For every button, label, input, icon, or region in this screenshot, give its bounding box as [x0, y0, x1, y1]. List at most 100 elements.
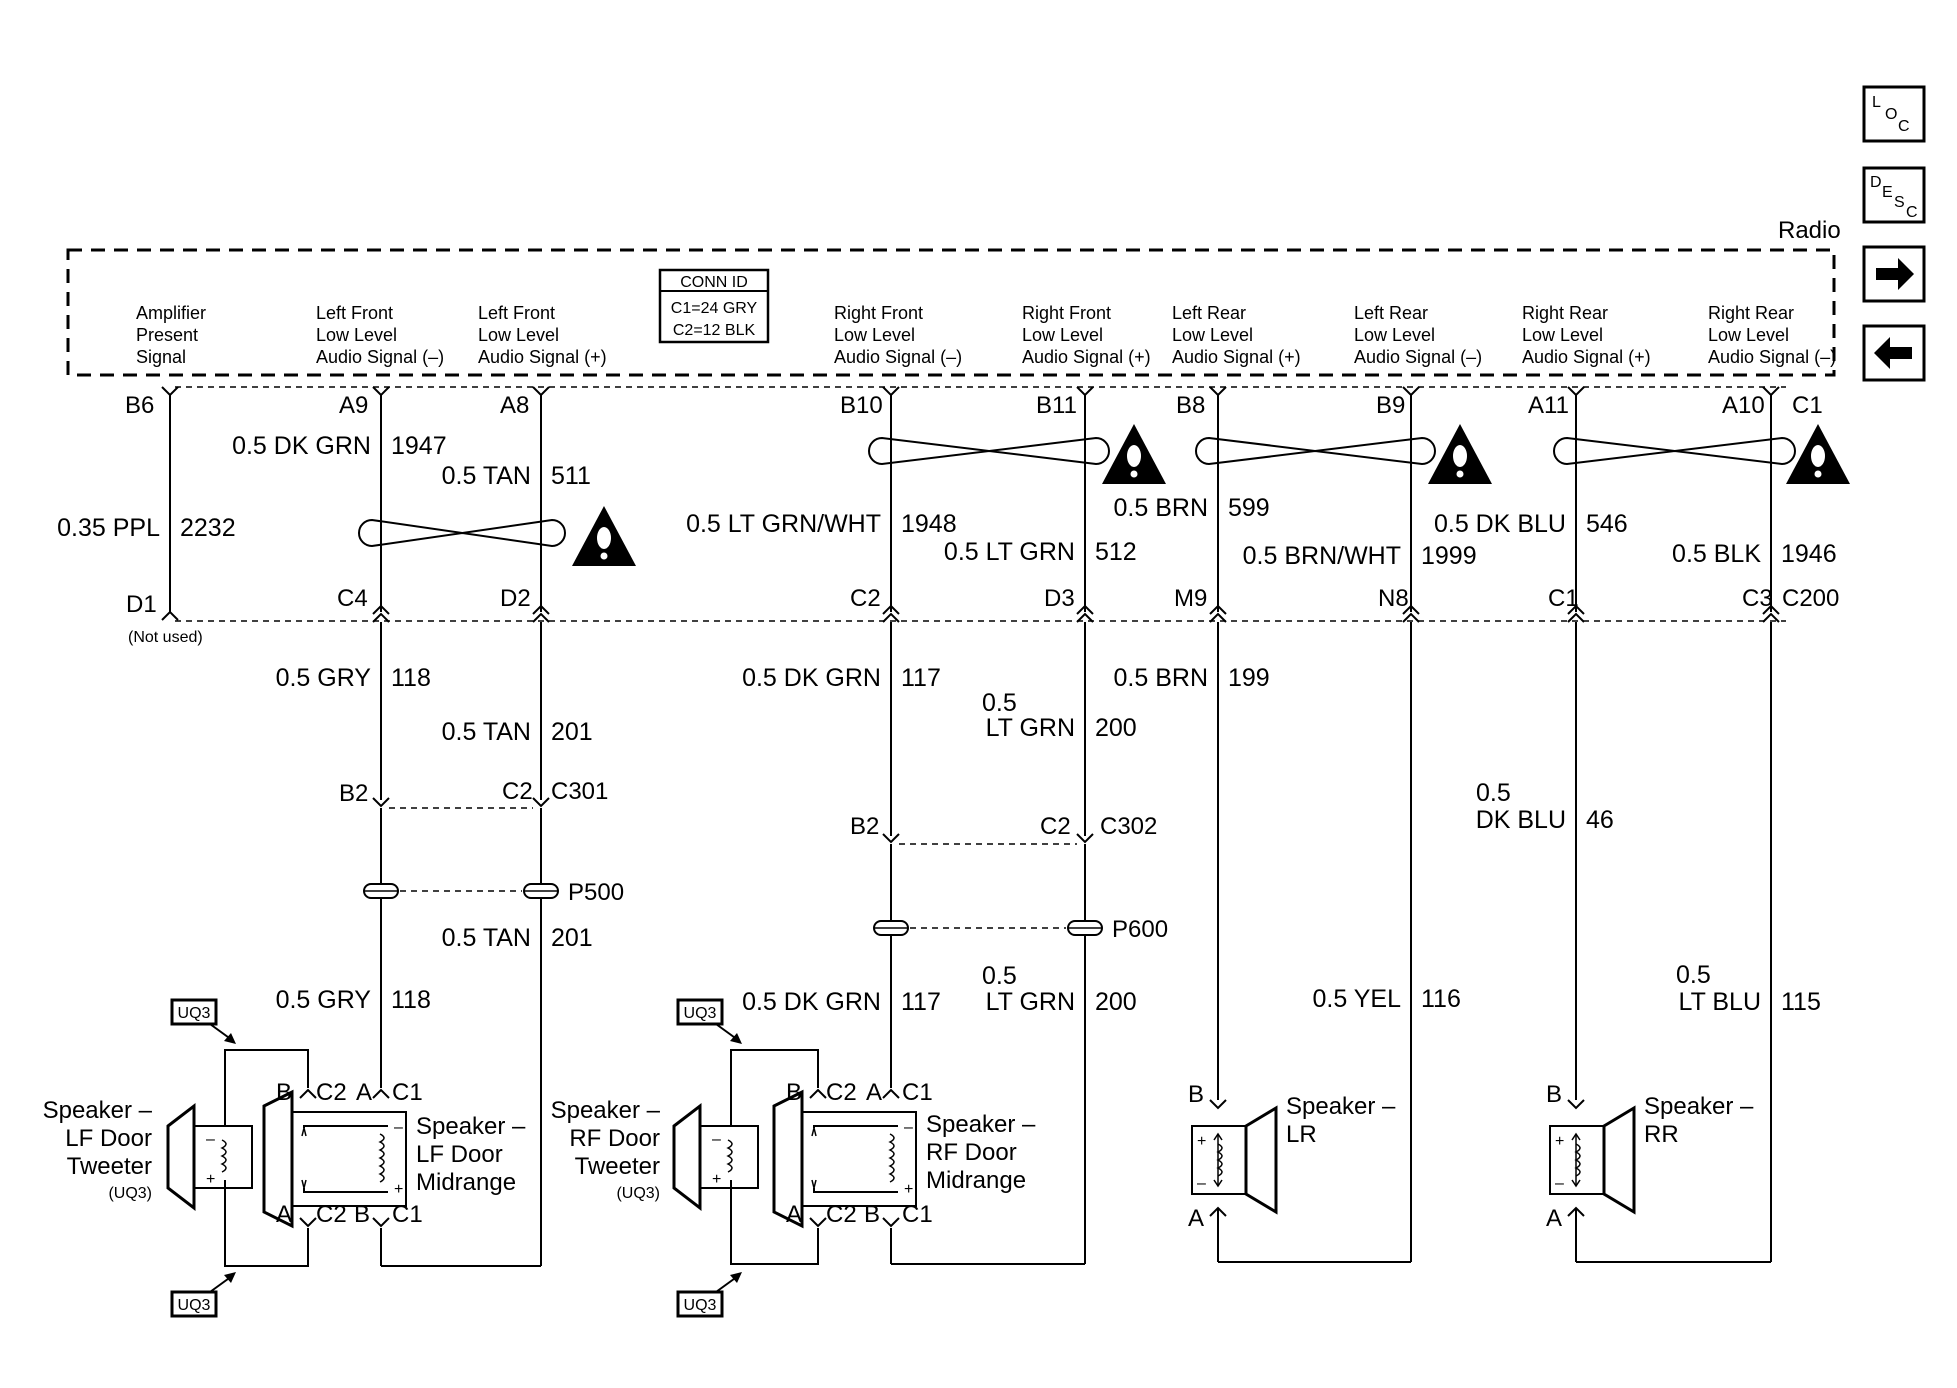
- svg-text:Signal: Signal: [136, 347, 186, 367]
- svg-text:C1: C1: [1548, 585, 1579, 612]
- svg-text:C3: C3: [1742, 585, 1773, 612]
- svg-text:C4: C4: [337, 585, 368, 612]
- svg-text:Low Level: Low Level: [316, 325, 397, 345]
- forward-button[interactable]: [1862, 245, 1926, 303]
- svg-text:D1: D1: [126, 591, 157, 618]
- svg-text:CONN ID: CONN ID: [680, 274, 748, 291]
- svg-text:201: 201: [551, 718, 593, 746]
- svg-text:E: E: [1882, 184, 1893, 201]
- svg-text:B2: B2: [850, 813, 879, 840]
- uq3-option-box: UQ3: [676, 998, 724, 1026]
- svg-text:+: +: [206, 1171, 215, 1188]
- svg-text:Low Level: Low Level: [1708, 325, 1789, 345]
- svg-text:RF Door: RF Door: [569, 1125, 660, 1152]
- svg-text:C2: C2: [502, 778, 533, 805]
- rr-speaker-assembly: B A + – Speaker – RR: [1546, 1081, 1771, 1263]
- p600-pass-through: P600: [873, 916, 1168, 943]
- svg-text:A: A: [276, 1201, 292, 1228]
- svg-text:0.5 TAN: 0.5 TAN: [442, 924, 531, 952]
- svg-text:Audio Signal (+): Audio Signal (+): [478, 347, 607, 367]
- radio-signal-descriptions: Amplifier Present Signal Left Front Low …: [136, 303, 1836, 367]
- loc-button[interactable]: L O C: [1862, 85, 1926, 143]
- lower-wire-segments: [380, 622, 1772, 1262]
- c200-terminals: [161, 604, 1780, 623]
- svg-text:118: 118: [391, 664, 431, 692]
- uq3-option-box: UQ3: [170, 1290, 218, 1318]
- svg-text:0.5 LT GRN/WHT: 0.5 LT GRN/WHT: [686, 510, 881, 538]
- signal-rf-minus: Right Front Low Level Audio Signal (–): [834, 303, 962, 367]
- svg-text:D: D: [1870, 174, 1882, 191]
- svg-text:A: A: [866, 1079, 882, 1106]
- svg-text:LR: LR: [1286, 1121, 1317, 1148]
- svg-text:0.5 GRY: 0.5 GRY: [276, 986, 372, 1014]
- svg-text:Right Rear: Right Rear: [1522, 303, 1608, 323]
- svg-text:LF Door: LF Door: [416, 1141, 503, 1168]
- svg-text:Audio Signal (–): Audio Signal (–): [1354, 347, 1482, 367]
- svg-text:+: +: [904, 1181, 913, 1198]
- svg-text:–: –: [206, 1131, 215, 1148]
- svg-text:–: –: [904, 1119, 913, 1136]
- svg-text:(UQ3): (UQ3): [616, 1185, 660, 1202]
- svg-text:Right Front: Right Front: [1022, 303, 1111, 323]
- svg-text:C1=24 GRY: C1=24 GRY: [671, 300, 758, 317]
- svg-text:N8: N8: [1378, 585, 1409, 612]
- svg-text:Speaker –: Speaker –: [551, 1097, 661, 1124]
- uq3-option-box: UQ3: [676, 1290, 724, 1318]
- twisted-pair-lf: [358, 518, 566, 548]
- svg-text:Audio Signal (+): Audio Signal (+): [1522, 347, 1651, 367]
- svg-text:B: B: [354, 1201, 370, 1228]
- lf-door-speaker-assembly: UQ3 UQ3 – + Speaker – LF Door Tweeter (U…: [43, 998, 541, 1318]
- svg-text:0.5 BLK: 0.5 BLK: [1672, 540, 1761, 568]
- c301-connector: B2 C2 C301: [339, 778, 608, 809]
- lower-wire-labels: 0.5 GRY 118 0.5 TAN 201 0.5 DK GRN 117 0…: [276, 664, 1821, 1016]
- desc-button[interactable]: D E S C: [1862, 166, 1926, 224]
- below-pass-through-labels: 0.5 TAN 201 0.5 GRY 118 0.5 DK GRN 117 0…: [276, 924, 1137, 1016]
- svg-text:0.5 BRN: 0.5 BRN: [1114, 664, 1208, 692]
- rf-midrange-label: Speaker – RF Door Midrange: [926, 1111, 1036, 1194]
- svg-text:0.5 BRN/WHT: 0.5 BRN/WHT: [1243, 542, 1401, 570]
- svg-text:0.5 DK BLU: 0.5 DK BLU: [1434, 510, 1566, 538]
- svg-text:C2: C2: [316, 1201, 347, 1228]
- svg-text:+: +: [394, 1181, 403, 1198]
- back-button[interactable]: [1862, 324, 1926, 382]
- svg-text:RF Door: RF Door: [926, 1139, 1017, 1166]
- svg-text:Audio Signal (+): Audio Signal (+): [1022, 347, 1151, 367]
- svg-text:A10: A10: [1722, 392, 1765, 419]
- svg-text:0.5 TAN: 0.5 TAN: [442, 462, 531, 490]
- c200-pins: D1 C4 D2 C2 D3 M9 N8 C1 C3 C200 (Not use…: [126, 585, 1839, 646]
- svg-text:115: 115: [1781, 988, 1821, 1016]
- signal-rr-plus: Right Rear Low Level Audio Signal (+): [1522, 303, 1651, 367]
- svg-text:B8: B8: [1176, 392, 1205, 419]
- svg-text:B11: B11: [1036, 392, 1077, 419]
- svg-text:Low Level: Low Level: [1172, 325, 1253, 345]
- svg-text:A11: A11: [1528, 392, 1569, 419]
- twisted-pair-rf: [868, 436, 1110, 466]
- svg-text:C2=12 BLK: C2=12 BLK: [673, 322, 756, 339]
- svg-text:Audio Signal (+): Audio Signal (+): [1172, 347, 1301, 367]
- rf-door-speaker-assembly: UQ3 UQ3 – + Speaker – RF Door Tweeter (U…: [551, 998, 1085, 1318]
- svg-text:C1: C1: [1792, 392, 1823, 419]
- rr-speaker-label: Speaker – RR: [1644, 1093, 1754, 1148]
- svg-text:546: 546: [1586, 510, 1628, 538]
- lf-midrange-label: Speaker – LF Door Midrange: [416, 1113, 526, 1196]
- svg-text:B: B: [1546, 1081, 1562, 1108]
- svg-text:A: A: [1546, 1205, 1562, 1232]
- svg-text:DK BLU: DK BLU: [1476, 806, 1566, 834]
- svg-text:599: 599: [1228, 494, 1270, 522]
- svg-text:RR: RR: [1644, 1121, 1679, 1148]
- twisted-pair-lr: [1195, 436, 1436, 466]
- signal-rf-plus: Right Front Low Level Audio Signal (+): [1022, 303, 1151, 367]
- svg-text:C2: C2: [316, 1079, 347, 1106]
- svg-text:A: A: [356, 1079, 372, 1106]
- svg-text:201: 201: [551, 924, 593, 952]
- svg-text:S: S: [1894, 194, 1905, 211]
- svg-text:Left Front: Left Front: [316, 303, 393, 323]
- svg-text:117: 117: [901, 988, 941, 1016]
- svg-text:P500: P500: [568, 879, 624, 906]
- svg-text:Present: Present: [136, 325, 198, 345]
- svg-text:C: C: [1898, 118, 1910, 135]
- svg-text:Speaker –: Speaker –: [43, 1097, 153, 1124]
- svg-text:Left Rear: Left Rear: [1172, 303, 1246, 323]
- svg-text:–: –: [1555, 1175, 1564, 1192]
- svg-text:P600: P600: [1112, 916, 1168, 943]
